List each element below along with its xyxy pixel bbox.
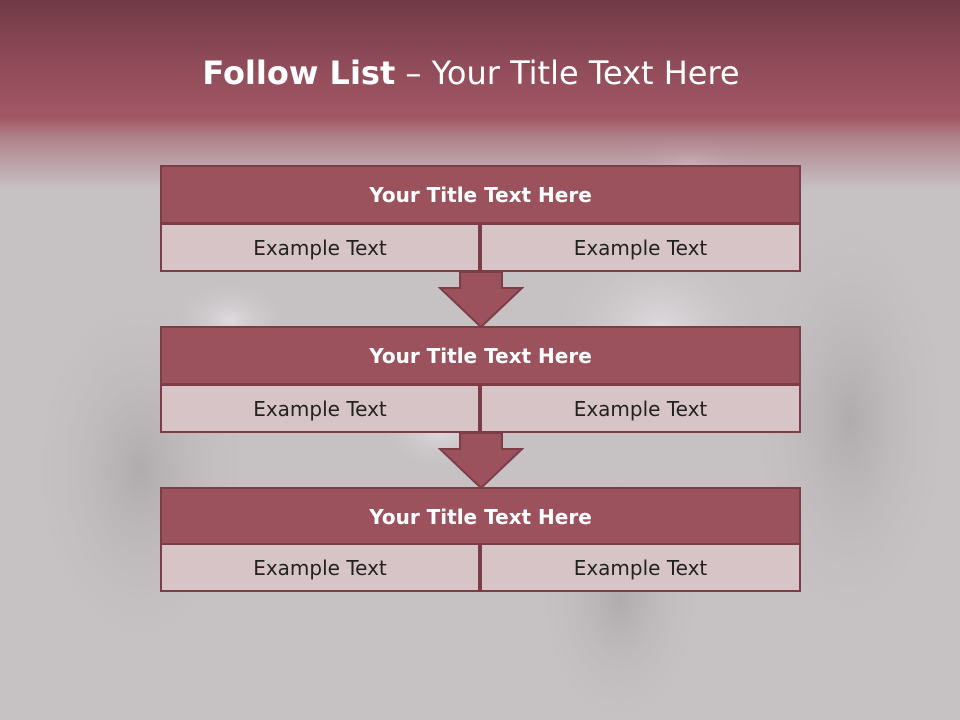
slide-title-bold: Follow List (202, 54, 396, 92)
step-block-1: Your Title Text Here Example Text Exampl… (160, 165, 801, 272)
step-left-text: Example Text (160, 223, 480, 272)
header-band (0, 0, 960, 190)
step-block-3: Your Title Text Here Example Text Exampl… (160, 487, 801, 593)
down-arrow-icon (438, 432, 524, 490)
slide-title: Follow List – Your Title Text Here (0, 54, 942, 92)
step-left-text: Example Text (160, 543, 480, 592)
step-block-2: Your Title Text Here Example Text Exampl… (160, 326, 801, 433)
slide-title-rest: – Your Title Text Here (395, 54, 740, 92)
step-right-text: Example Text (480, 543, 801, 592)
step-right-text: Example Text (480, 223, 801, 272)
down-arrow-icon (438, 271, 524, 329)
step-left-text: Example Text (160, 384, 480, 433)
step-title: Your Title Text Here (160, 326, 801, 385)
step-right-text: Example Text (480, 384, 801, 433)
step-title: Your Title Text Here (160, 487, 801, 546)
step-title: Your Title Text Here (160, 165, 801, 224)
